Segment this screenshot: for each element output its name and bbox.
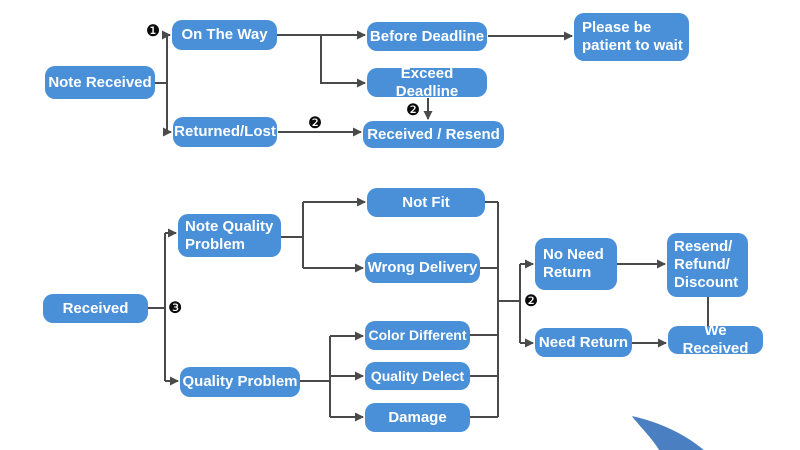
node-not-fit: Not Fit xyxy=(367,188,485,217)
node-damage: Damage xyxy=(365,403,470,432)
step-1-marker-icon: ❶ xyxy=(145,21,161,40)
step-2-marker-mid-icon: ❷ xyxy=(405,100,421,119)
step-3-marker-icon: ❸ xyxy=(167,298,183,317)
corner-swoosh-graphic xyxy=(632,416,704,450)
node-please-be-patient: Please be patient to wait xyxy=(574,13,689,61)
node-quality-delect: Quality Delect xyxy=(365,362,470,390)
node-returned-lost: Returned/Lost xyxy=(173,117,277,147)
node-no-need-return: No Need Return xyxy=(535,238,617,290)
node-received: Received xyxy=(43,294,148,323)
node-resend-refund-discount: Resend/ Refund/ Discount xyxy=(667,233,748,297)
node-note-quality-problem: Note Quality Problem xyxy=(178,214,281,257)
node-quality-problem: Quality Problem xyxy=(180,367,300,397)
node-before-deadline: Before Deadline xyxy=(367,22,487,51)
node-exceed-deadline: Exceed Deadline xyxy=(367,65,487,100)
node-wrong-delivery: Wrong Delivery xyxy=(365,253,480,283)
node-color-different: Color Different xyxy=(365,321,470,350)
node-note-received: Note Received xyxy=(45,66,155,99)
node-on-the-way: On The Way xyxy=(172,20,277,50)
node-received-resend: Received / Resend xyxy=(363,121,504,148)
step-2-marker-bottom-icon: ❷ xyxy=(523,291,539,310)
node-need-return: Need Return xyxy=(535,328,632,357)
node-we-received: We Received xyxy=(668,322,763,357)
step-2-marker-top-icon: ❷ xyxy=(307,113,323,132)
edge-on-the-way-to-exceed-deadline xyxy=(320,35,366,88)
